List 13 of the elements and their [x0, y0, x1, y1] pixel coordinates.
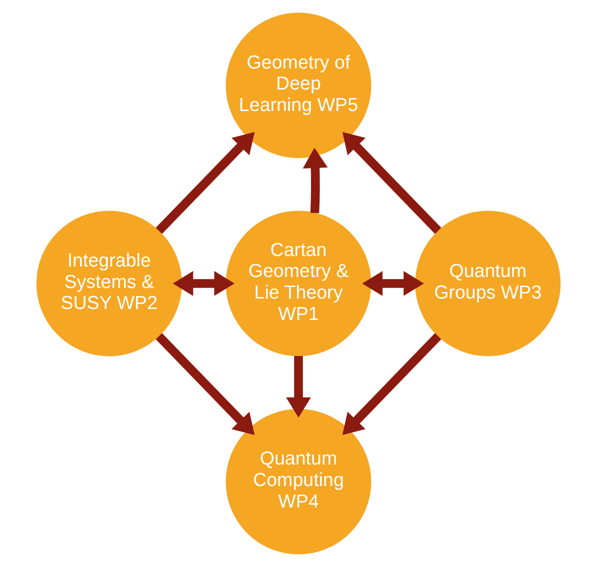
node-circle: Cartan Geometry & Lie Theory WP1 [226, 210, 372, 356]
node-circle: Geometry of Deep Learning WP5 [226, 12, 372, 158]
arrow [156, 333, 255, 436]
arrow [156, 132, 255, 234]
arrow [172, 271, 235, 296]
arrow [302, 148, 328, 214]
arrow [286, 356, 311, 418]
arrow [342, 132, 442, 234]
node-circle: Quantum Groups WP3 [415, 210, 561, 356]
arrow [362, 271, 424, 296]
node-circle: Integrable Systems & SUSY WP2 [36, 210, 182, 356]
arrow [342, 333, 442, 436]
node-circle: Quantum Computing WP4 [226, 408, 372, 554]
